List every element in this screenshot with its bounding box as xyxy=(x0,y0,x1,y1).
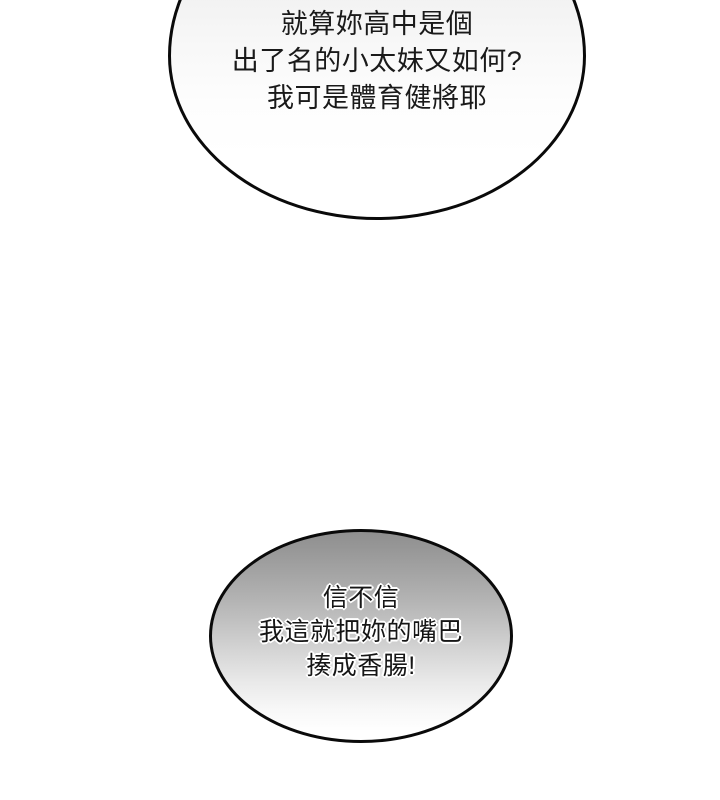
speech-bubble-lower: 信不信 我這就把妳的嘴巴 揍成香腸! xyxy=(209,529,513,743)
speech-bubble-upper-text: 就算妳高中是個 出了名的小太妹又如何? 我可是體育健將耶 xyxy=(168,6,586,117)
bubble-lower-line-2: 我這就把妳的嘴巴 xyxy=(258,618,463,646)
bubble-lower-line-1: 信不信 xyxy=(322,584,400,612)
bubble-lower-line-3: 揍成香腸! xyxy=(306,652,416,680)
bubble-upper-line-3: 我可是體育健將耶 xyxy=(267,83,487,113)
speech-bubble-lower-shape xyxy=(209,529,513,743)
bubble-upper-line-1: 就算妳高中是個 xyxy=(280,9,474,39)
speech-bubble-upper: 就算妳高中是個 出了名的小太妹又如何? 我可是體育健將耶 xyxy=(168,0,586,220)
speech-bubble-lower-text: 信不信 我這就把妳的嘴巴 揍成香腸! xyxy=(209,581,513,683)
bubble-upper-line-2: 出了名的小太妹又如何? xyxy=(231,46,523,76)
